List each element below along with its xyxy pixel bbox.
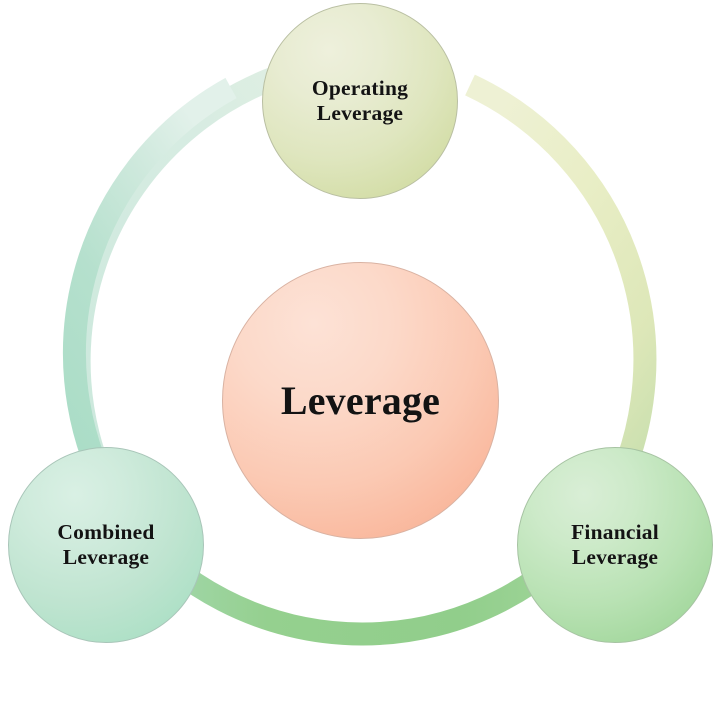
node-combined-leverage-label: Combined Leverage bbox=[57, 519, 155, 569]
node-combined-leverage[interactable]: Combined Leverage bbox=[8, 447, 204, 643]
node-operating-leverage[interactable]: Operating Leverage bbox=[262, 3, 458, 199]
arc-operating-to-financial bbox=[465, 74, 657, 521]
node-financial-leverage-label: Financial Leverage bbox=[571, 519, 659, 569]
node-operating-leverage-label: Operating Leverage bbox=[311, 75, 409, 125]
node-financial-leverage[interactable]: Financial Leverage bbox=[517, 447, 713, 643]
node-leverage-center-label: Leverage bbox=[280, 377, 441, 423]
node-leverage-center[interactable]: Leverage bbox=[222, 262, 499, 539]
